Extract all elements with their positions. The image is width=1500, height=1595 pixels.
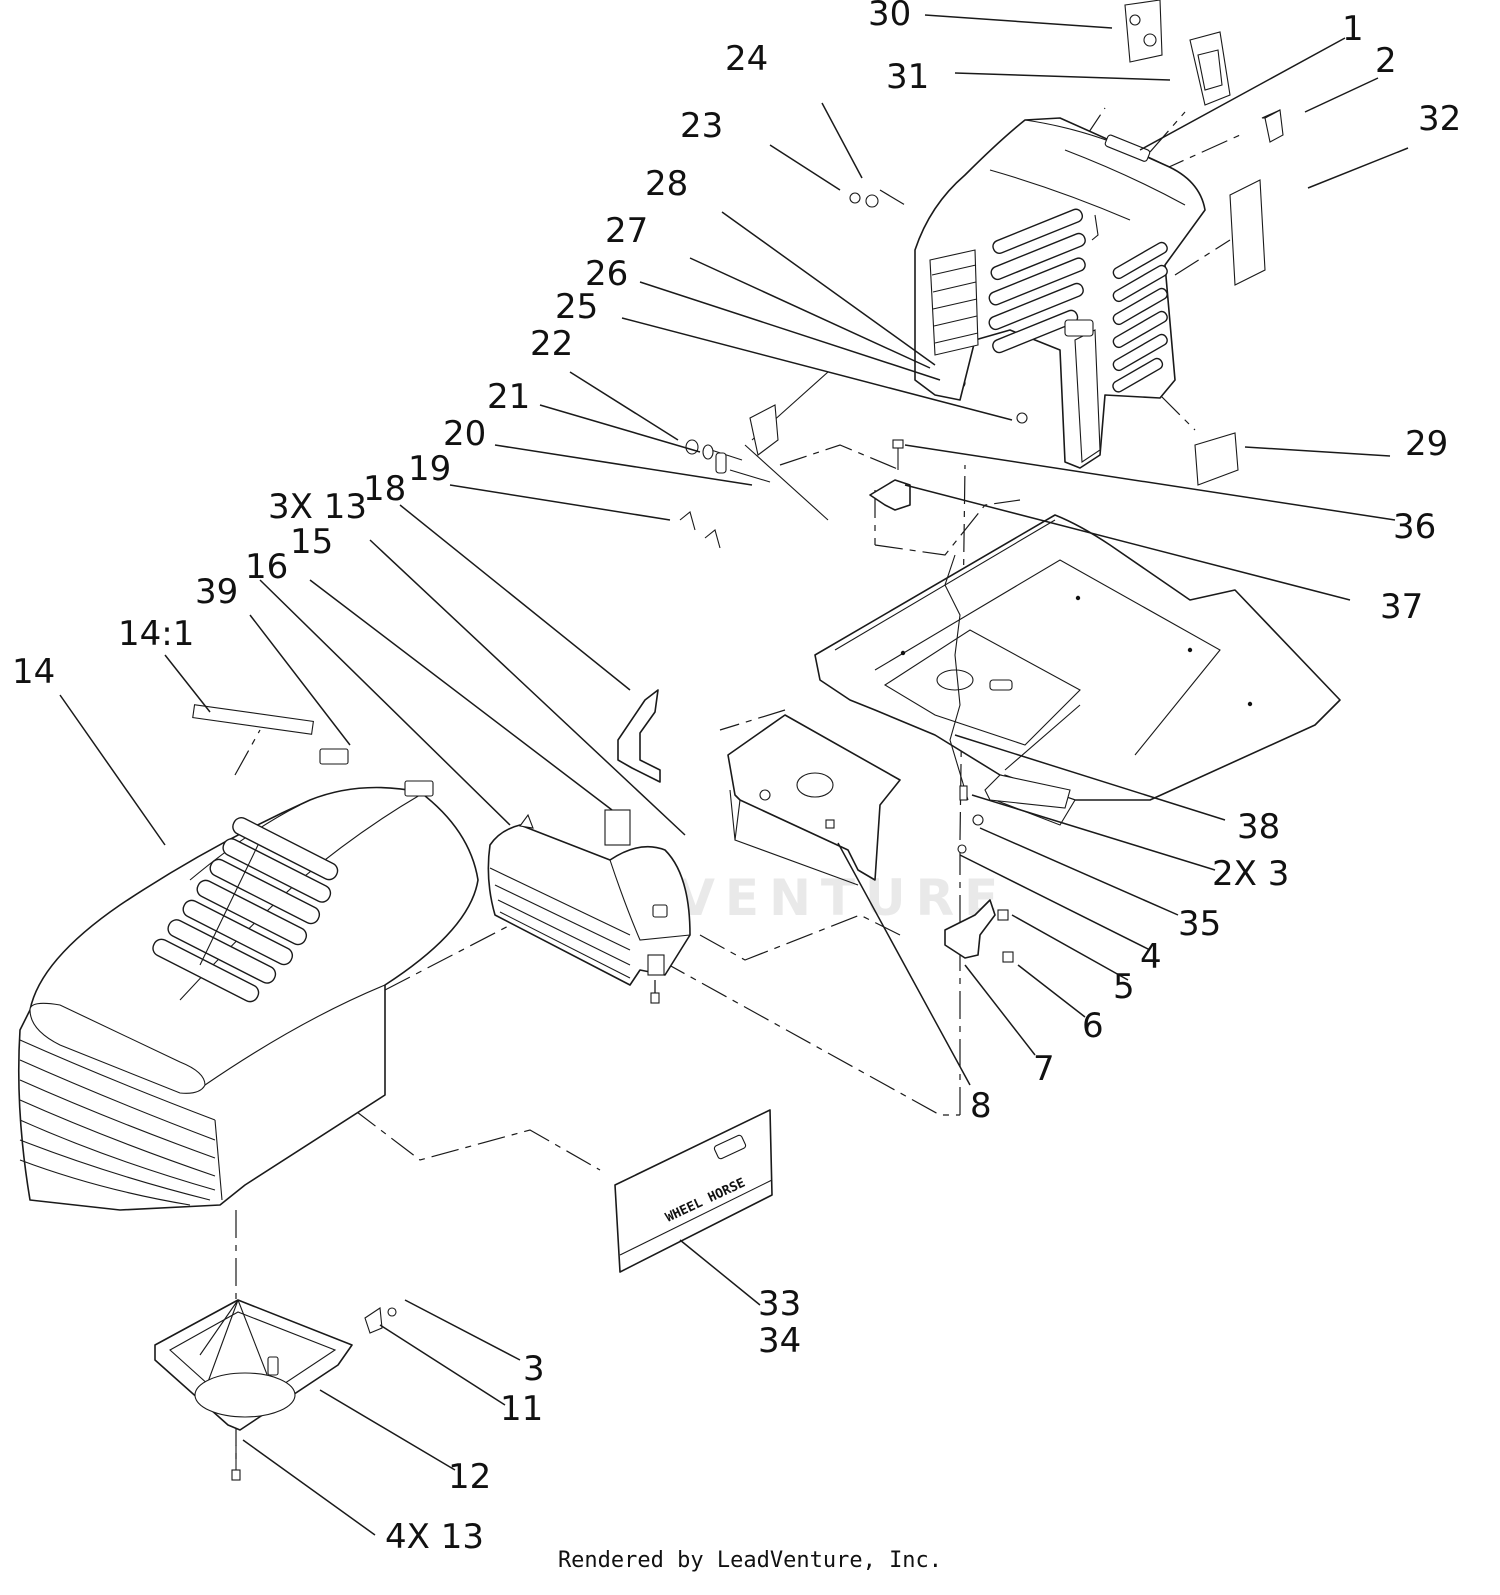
callout-label-30: 30: [868, 0, 911, 34]
bracket: [617, 689, 661, 783]
callout-label-14-1: 14:1: [118, 614, 194, 654]
callout-label-24: 24: [725, 39, 768, 79]
callout-label-32: 32: [1418, 99, 1461, 139]
callout-label-3: 3: [523, 1349, 545, 1389]
callout-label-7: 7: [1033, 1049, 1055, 1089]
callout-label-5: 5: [1113, 967, 1135, 1007]
control-rod: [704, 371, 969, 801]
callout-label-35: 35: [1178, 904, 1221, 944]
bracket-7: [944, 899, 1014, 963]
callout-label-20: 20: [443, 414, 486, 454]
hood: [17, 786, 479, 1211]
callout-label-19: 19: [408, 449, 451, 489]
footer-credit: Rendered by LeadVenture, Inc.: [557, 1548, 943, 1573]
callout-label-4x13: 4X 13: [385, 1517, 484, 1557]
callout-label-18: 18: [363, 469, 406, 509]
decal-15: [604, 809, 631, 846]
callout-label-22: 22: [530, 324, 573, 364]
bumper: [984, 774, 1071, 809]
hood-support: [154, 1299, 397, 1481]
callout-label-6: 6: [1082, 1006, 1104, 1046]
callout-labels: 30 31 1 2 32 24 23 28 27 26 25 22 21 20 …: [12, 0, 1461, 1557]
callout-label-36: 36: [1393, 507, 1436, 547]
screws-right: [957, 785, 984, 854]
callout-label-12: 12: [448, 1457, 491, 1497]
callout-label-1: 1: [1342, 9, 1364, 49]
callout-label-34: 34: [758, 1321, 801, 1361]
callout-label-27: 27: [605, 211, 648, 251]
callout-label-39: 39: [195, 572, 238, 612]
callout-label-33: 33: [758, 1284, 801, 1324]
leader-lines: [59, 14, 1409, 1536]
callout-label-29: 29: [1405, 424, 1448, 464]
callout-label-4: 4: [1140, 937, 1162, 977]
callout-label-26: 26: [585, 254, 628, 294]
callout-label-38: 38: [1237, 807, 1280, 847]
callout-label-28: 28: [645, 164, 688, 204]
fender-decals: [1124, 0, 1284, 486]
callout-label-15: 15: [290, 522, 333, 562]
callout-label-11: 11: [500, 1389, 543, 1429]
callout-label-8: 8: [970, 1086, 992, 1126]
callout-label-23: 23: [680, 106, 723, 146]
callout-label-3x13: 3X 13: [268, 487, 367, 527]
callout-label-21: 21: [487, 377, 530, 417]
grille-panel: [487, 813, 691, 1004]
side-decal: WHEEL HORSE: [614, 1109, 773, 1273]
callout-label-37: 37: [1380, 587, 1423, 627]
callout-label-2: 2: [1375, 41, 1397, 81]
dash-support: [727, 714, 901, 886]
callout-label-2x3: 2X 3: [1212, 854, 1289, 894]
callout-label-14: 14: [12, 652, 55, 692]
bracket-37: [869, 439, 911, 511]
fender-pan: [914, 117, 1206, 469]
callout-label-16: 16: [245, 547, 288, 587]
hood-decals: [192, 704, 434, 797]
callout-label-25: 25: [555, 287, 598, 327]
callout-label-31: 31: [886, 57, 929, 97]
